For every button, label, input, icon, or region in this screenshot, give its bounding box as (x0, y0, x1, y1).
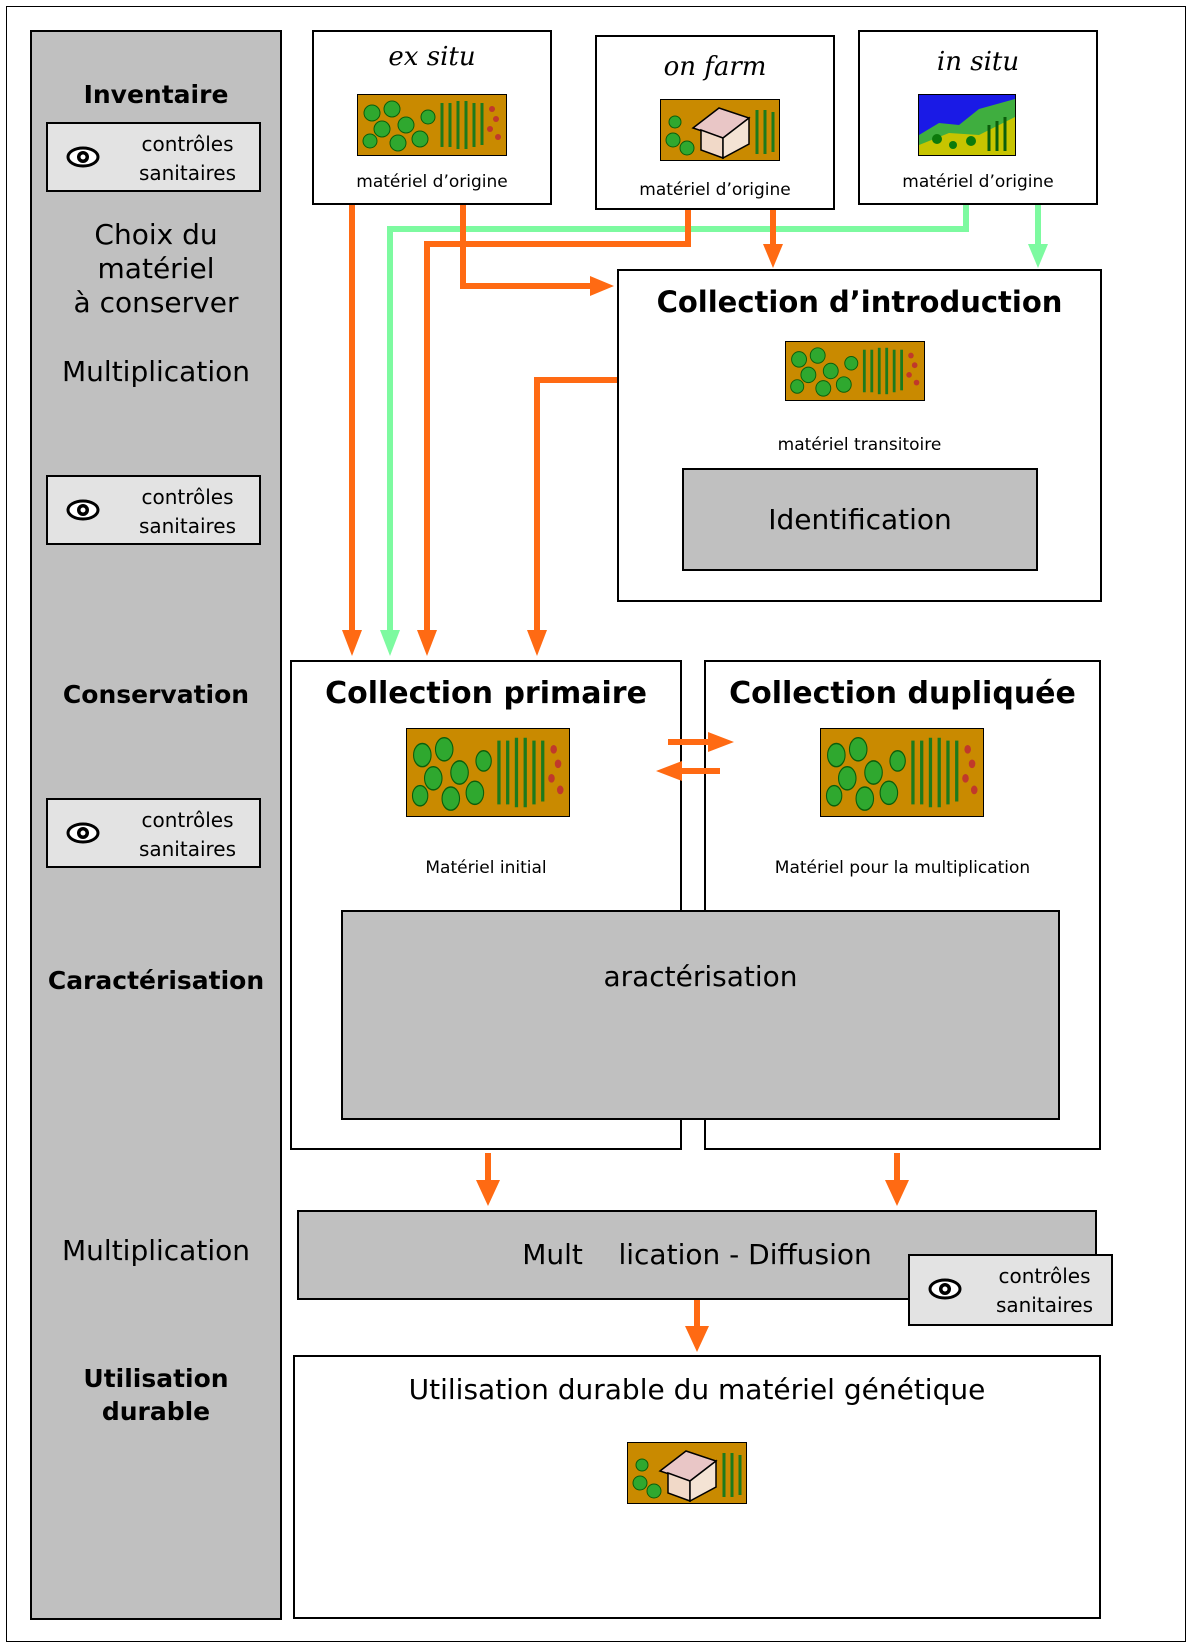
arrowhead (1028, 244, 1048, 268)
controle-label: contrôles sanitaires (138, 808, 237, 861)
arrowhead (763, 244, 783, 268)
source-caption: matériel d’origine (902, 172, 1054, 192)
controle-label: contrôles sanitaires (138, 485, 237, 538)
stage-conservation: Conservation (62, 680, 250, 709)
orchard-icon (357, 94, 507, 156)
farmhouse-icon (660, 99, 780, 161)
orchard-icon (406, 728, 570, 817)
arrowhead (590, 276, 614, 296)
farmhouse-icon (627, 1442, 747, 1504)
landscape-icon (918, 94, 1016, 156)
utilisation-durable-box: Utilisation durable du matériel génétiqu… (293, 1355, 1101, 1619)
primaire-title: Collection primaire (325, 676, 647, 711)
controle-sanitaire-1: contrôles sanitaires (46, 122, 261, 192)
arrowhead (342, 630, 362, 656)
eye-icon (928, 1278, 962, 1300)
orange-flow-ex-situ-to-introduction (460, 205, 592, 289)
source-on-farm: on farm matériel d’origine (595, 35, 835, 210)
controle-sanitaire-3: contrôles sanitaires (46, 798, 261, 868)
introduction-title: Collection d’introduction (656, 285, 1063, 319)
arrowhead (656, 761, 682, 781)
stage-multiplication-top: Multiplication (62, 355, 250, 388)
identification-box: Identification (682, 468, 1038, 571)
arrowhead (685, 1326, 709, 1352)
diagram-frame (6, 6, 1186, 1642)
orchard-icon (820, 728, 984, 817)
source-ex-situ: ex situ matériel d’origine (312, 30, 552, 205)
source-title: ex situ (388, 42, 476, 72)
eye-icon (66, 822, 100, 844)
source-in-situ: in situ matériel d’origine (858, 30, 1098, 205)
source-title: on farm (663, 52, 767, 82)
stage-choix: Choix du matériel à conserver (73, 218, 239, 319)
introduction-caption: matériel transitoire (777, 435, 942, 455)
primaire-caption: Matériel initial (425, 858, 547, 878)
stage-utilisation: Utilisation durable (83, 1364, 229, 1426)
stage-caracterisation: Caractérisation (47, 966, 265, 995)
arrowhead (885, 1180, 909, 1206)
arrowhead (476, 1180, 500, 1206)
eye-icon (66, 499, 100, 521)
caracterisation-box: aractérisation (341, 910, 1060, 1120)
orchard-icon (785, 341, 925, 401)
source-caption: matériel d’origine (356, 172, 508, 192)
source-title: in situ (936, 47, 1020, 77)
controle-sanitaire-2: contrôles sanitaires (46, 475, 261, 545)
stage-inventaire: Inventaire (83, 80, 229, 109)
dupliquee-caption: Matériel pour la multiplication (774, 858, 1031, 878)
arrowhead (527, 630, 547, 656)
controle-label: contrôles sanitaires (138, 132, 237, 185)
stage-multiplication-bottom: Multiplication (62, 1234, 250, 1267)
arrowhead (708, 732, 734, 752)
arrowhead (380, 630, 400, 656)
controle-label: contrôles sanitaires (995, 1264, 1094, 1317)
orange-flow-on-farm-to-primaire (424, 210, 691, 632)
green-flow-in-situ-to-primaire (387, 205, 969, 632)
dupliquee-title: Collection dupliquée (729, 676, 1076, 711)
arrowhead (417, 630, 437, 656)
utilisation-title: Utilisation durable du matériel génétiqu… (408, 1373, 986, 1406)
eye-icon (66, 146, 100, 168)
source-caption: matériel d’origine (639, 180, 791, 200)
orange-flow-introduction-to-primaire (534, 377, 617, 632)
controle-sanitaire-bottom: contrôles sanitaires (908, 1254, 1113, 1326)
